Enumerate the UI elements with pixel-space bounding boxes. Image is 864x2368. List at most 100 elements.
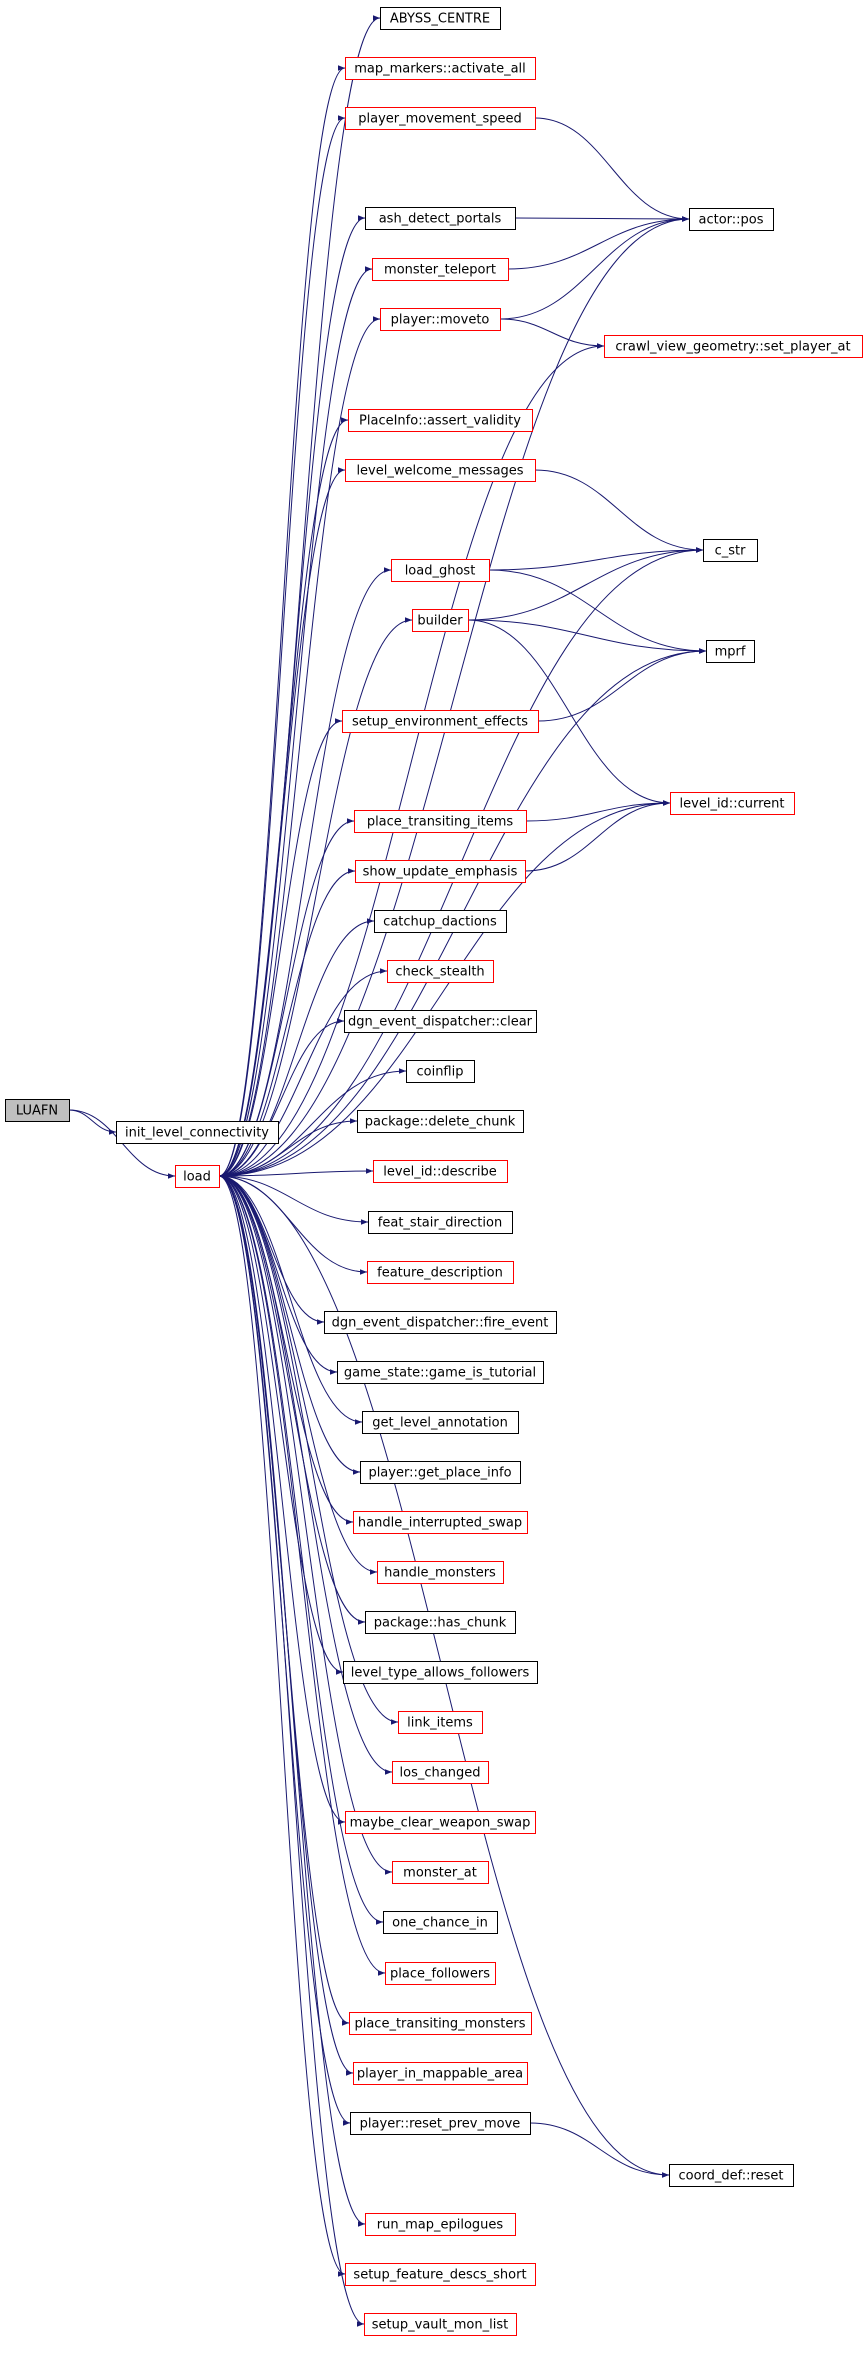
node-box (380, 7, 501, 30)
node-get-level-annotation: get_level_annotation (362, 1411, 519, 1434)
edge-level-welcome-messages-to-c-str (534, 469, 704, 553)
node-box (345, 2263, 536, 2286)
node-box (365, 2213, 516, 2236)
edge-load-to-crawl-view-geometry-set-player-at (218, 343, 605, 1177)
node-place-transiting-items[interactable]: place_transiting_items (354, 810, 527, 833)
node-player-in-mappable-area[interactable]: player_in_mappable_area (353, 2062, 528, 2085)
node-setup-vault-mon-list[interactable]: setup_vault_mon_list (364, 2313, 517, 2336)
node-player-moveto[interactable]: player::moveto (380, 308, 501, 331)
edge-builder-to-c-str (467, 547, 704, 621)
node-label: game_state::game_is_tutorial (344, 1366, 536, 1381)
node-run-map-epilogues[interactable]: run_map_epilogues (365, 2213, 516, 2236)
node-monster-teleport[interactable]: monster_teleport (372, 258, 509, 281)
node-box (689, 208, 774, 231)
node-label: PlaceInfo::assert_validity (359, 414, 521, 429)
node-label: place_followers (390, 1967, 490, 1982)
node-box (175, 1165, 220, 1188)
edge-player-moveto-to-crawl-view-geometry-set-player-at (499, 318, 605, 349)
node-place-followers[interactable]: place_followers (385, 1962, 496, 1985)
nodes-layer: LUAFNinit_level_connectivityloadABYSS_CE… (5, 7, 863, 2336)
node-place-transiting-monsters[interactable]: place_transiting_monsters (349, 2012, 532, 2035)
node-placeinfo-assert-validity[interactable]: PlaceInfo::assert_validity (348, 409, 533, 432)
node-setup-environment-effects[interactable]: setup_environment_effects (342, 710, 539, 733)
node-label: los_changed (400, 1766, 481, 1781)
node-label: LUAFN (16, 1104, 58, 1119)
node-box (348, 409, 533, 432)
edge-load-to-setup-vault-mon-list (218, 1175, 365, 2327)
edge-ash-detect-portals-to-actor-pos (514, 216, 690, 222)
node-label: handle_interrupted_swap (358, 1516, 522, 1531)
node-box (324, 1311, 557, 1334)
node-box (367, 1261, 514, 1284)
node-label: maybe_clear_weapon_swap (350, 1816, 531, 1831)
edge-load-to-los-changed (218, 1175, 393, 1775)
node-box (387, 960, 494, 983)
node-box (368, 1211, 513, 1234)
node-los-changed[interactable]: los_changed (392, 1761, 489, 1784)
node-maybe-clear-weapon-swap[interactable]: maybe_clear_weapon_swap (345, 1811, 536, 1834)
node-feat-stair-direction: feat_stair_direction (368, 1211, 513, 1234)
edge-load-to-level-id-describe (218, 1168, 374, 1177)
edge-load-to-player-moveto (218, 316, 381, 1177)
node-box (604, 335, 863, 358)
node-box (392, 1761, 489, 1784)
node-box (670, 792, 795, 815)
node-crawl-view-geometry-set-player-at[interactable]: crawl_view_geometry::set_player_at (604, 335, 863, 358)
node-link-items[interactable]: link_items (398, 1711, 483, 1734)
node-check-stealth[interactable]: check_stealth (387, 960, 494, 983)
node-handle-monsters[interactable]: handle_monsters (377, 1561, 504, 1584)
node-box (385, 1962, 496, 1985)
edge-load-to-actor-pos (218, 216, 690, 1177)
node-box (116, 1121, 279, 1144)
edge-load-ghost-to-c-str (488, 547, 704, 571)
node-label: package::has_chunk (374, 1616, 507, 1631)
node-box (349, 2012, 532, 2035)
node-show-update-emphasis[interactable]: show_update_emphasis (355, 860, 526, 883)
edge-load-to-setup-feature-descs-short (218, 1175, 346, 2277)
edge-player-reset-prev-move-to-coord-def-reset (529, 2122, 670, 2178)
node-box (383, 1911, 498, 1934)
node-label: coinflip (416, 1065, 463, 1080)
node-monster-at[interactable]: monster_at (392, 1861, 489, 1884)
node-label: link_items (407, 1716, 473, 1731)
node-feature-description[interactable]: feature_description (367, 1261, 514, 1284)
node-builder[interactable]: builder (412, 609, 469, 632)
edge-load-to-show-update-emphasis (218, 868, 356, 1177)
node-box (344, 1010, 537, 1033)
node-label: dgn_event_dispatcher::fire_event (332, 1316, 549, 1331)
node-box (357, 1110, 524, 1133)
node-handle-interrupted-swap[interactable]: handle_interrupted_swap (353, 1511, 528, 1534)
node-load[interactable]: load (175, 1165, 220, 1188)
edge-monster-teleport-to-actor-pos (507, 216, 690, 270)
node-label: handle_monsters (384, 1566, 496, 1581)
node-coinflip: coinflip (406, 1060, 475, 1083)
node-box (391, 559, 490, 582)
node-box (398, 1711, 483, 1734)
node-load-ghost[interactable]: load_ghost (391, 559, 490, 582)
node-label: player::get_place_info (368, 1466, 511, 1481)
node-label: level_welcome_messages (356, 464, 523, 479)
edge-load-to-level-type-allows-followers (218, 1175, 344, 1675)
node-map-markers-activate-all[interactable]: map_markers::activate_all (345, 57, 536, 80)
edge-load-to-handle-monsters (218, 1175, 378, 1575)
node-label: check_stealth (395, 965, 484, 980)
node-one-chance-in: one_chance_in (383, 1911, 498, 1934)
node-level-id-current[interactable]: level_id::current (670, 792, 795, 815)
edge-load-to-package-has-chunk (218, 1175, 366, 1625)
node-label: place_transiting_monsters (354, 2017, 525, 2032)
edge-load-to-package-delete-chunk (218, 1118, 358, 1177)
node-label: mprf (715, 645, 746, 660)
node-c-str: c_str (703, 539, 758, 562)
node-box (365, 1611, 516, 1634)
node-label: ash_detect_portals (379, 212, 502, 227)
edge-load-to-catchup-dactions (218, 918, 375, 1177)
node-level-welcome-messages[interactable]: level_welcome_messages (345, 459, 536, 482)
node-level-id-describe[interactable]: level_id::describe (373, 1160, 508, 1183)
node-player-movement-speed[interactable]: player_movement_speed (345, 107, 536, 130)
node-setup-feature-descs-short[interactable]: setup_feature_descs_short (345, 2263, 536, 2286)
node-label: setup_environment_effects (352, 715, 528, 730)
node-label: feature_description (377, 1266, 503, 1281)
node-box (703, 539, 758, 562)
node-label: catchup_dactions (383, 915, 497, 930)
